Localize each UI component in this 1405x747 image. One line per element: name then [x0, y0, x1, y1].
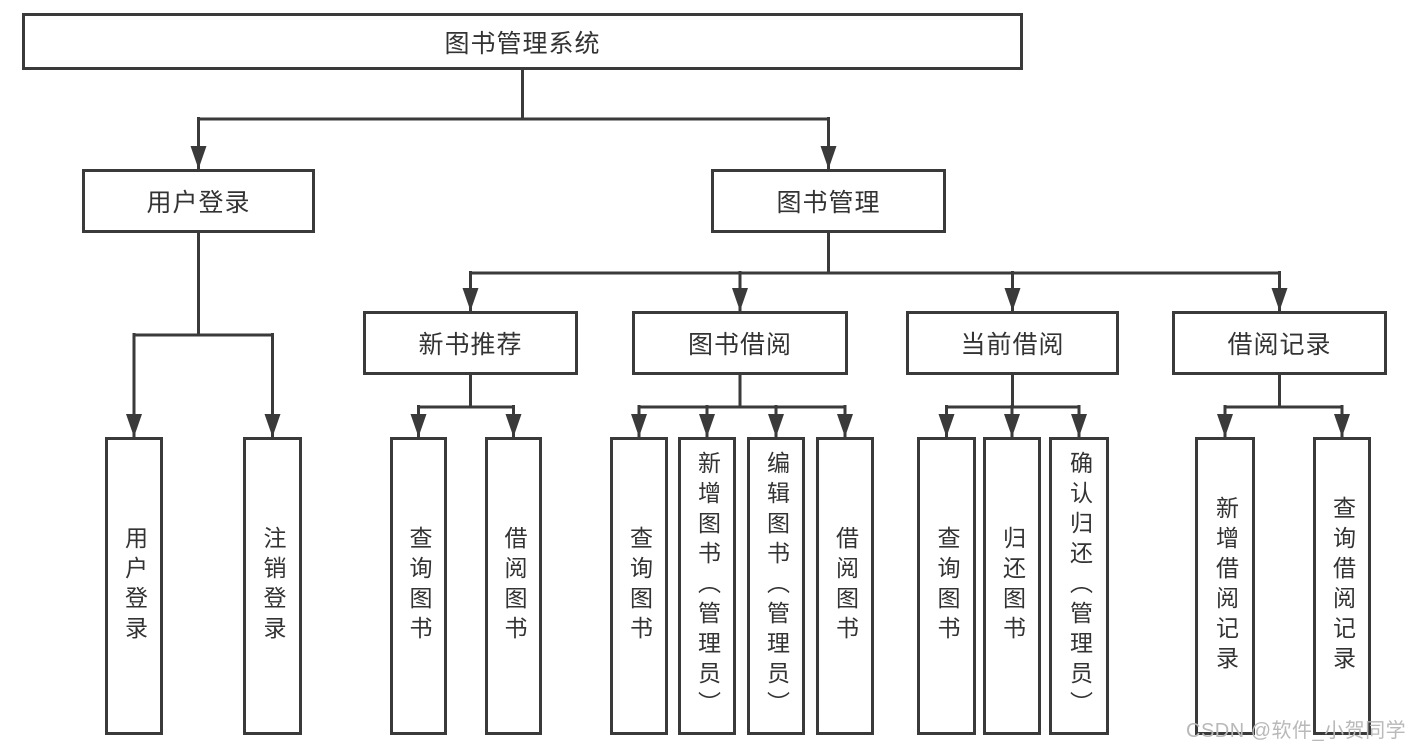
node-user-login: 用户登录	[82, 169, 315, 233]
leaf-current-query-book: 查询图书	[917, 437, 976, 735]
node-book-borrow: 图书借阅	[632, 311, 848, 375]
connector-new-book-trunk	[418, 375, 514, 409]
leaf-newbook-borrow-book: 借阅图书	[485, 437, 542, 735]
connector-borrow-record-trunk	[1225, 375, 1342, 409]
leaf-record-add-borrow-record: 新增借阅记录	[1195, 437, 1255, 735]
leaf-newbook-query-book: 查询图书	[390, 437, 447, 735]
node-book-management: 图书管理	[711, 169, 946, 233]
node-new-book-recommend: 新书推荐	[363, 311, 578, 375]
connector-current-borrow-trunk	[946, 375, 1079, 409]
connector-user-login-trunk	[134, 233, 273, 337]
leaf-current-return-book: 归还图书	[983, 437, 1041, 735]
leaf-borrow-add-book-admin: 新增图书（管理员）	[678, 437, 736, 735]
leaf-record-query-borrow-record: 查询借阅记录	[1313, 437, 1371, 735]
leaf-current-confirm-return-admin: 确认归还（管理员）	[1049, 437, 1109, 735]
node-current-borrow: 当前借阅	[906, 311, 1119, 375]
leaf-user-login: 用户登录	[105, 437, 163, 735]
connector-book-borrow-trunk	[639, 375, 845, 409]
node-root: 图书管理系统	[22, 13, 1023, 70]
leaf-borrow-query-book: 查询图书	[610, 437, 668, 735]
connector-root-trunk	[198, 70, 829, 121]
leaf-borrow-edit-book-admin: 编辑图书（管理员）	[747, 437, 805, 735]
leaf-borrow-borrow-book: 借阅图书	[816, 437, 874, 735]
leaf-logout: 注销登录	[243, 437, 302, 735]
node-borrow-record: 借阅记录	[1172, 311, 1387, 375]
connector-book-mgmt-trunk	[470, 233, 1280, 275]
